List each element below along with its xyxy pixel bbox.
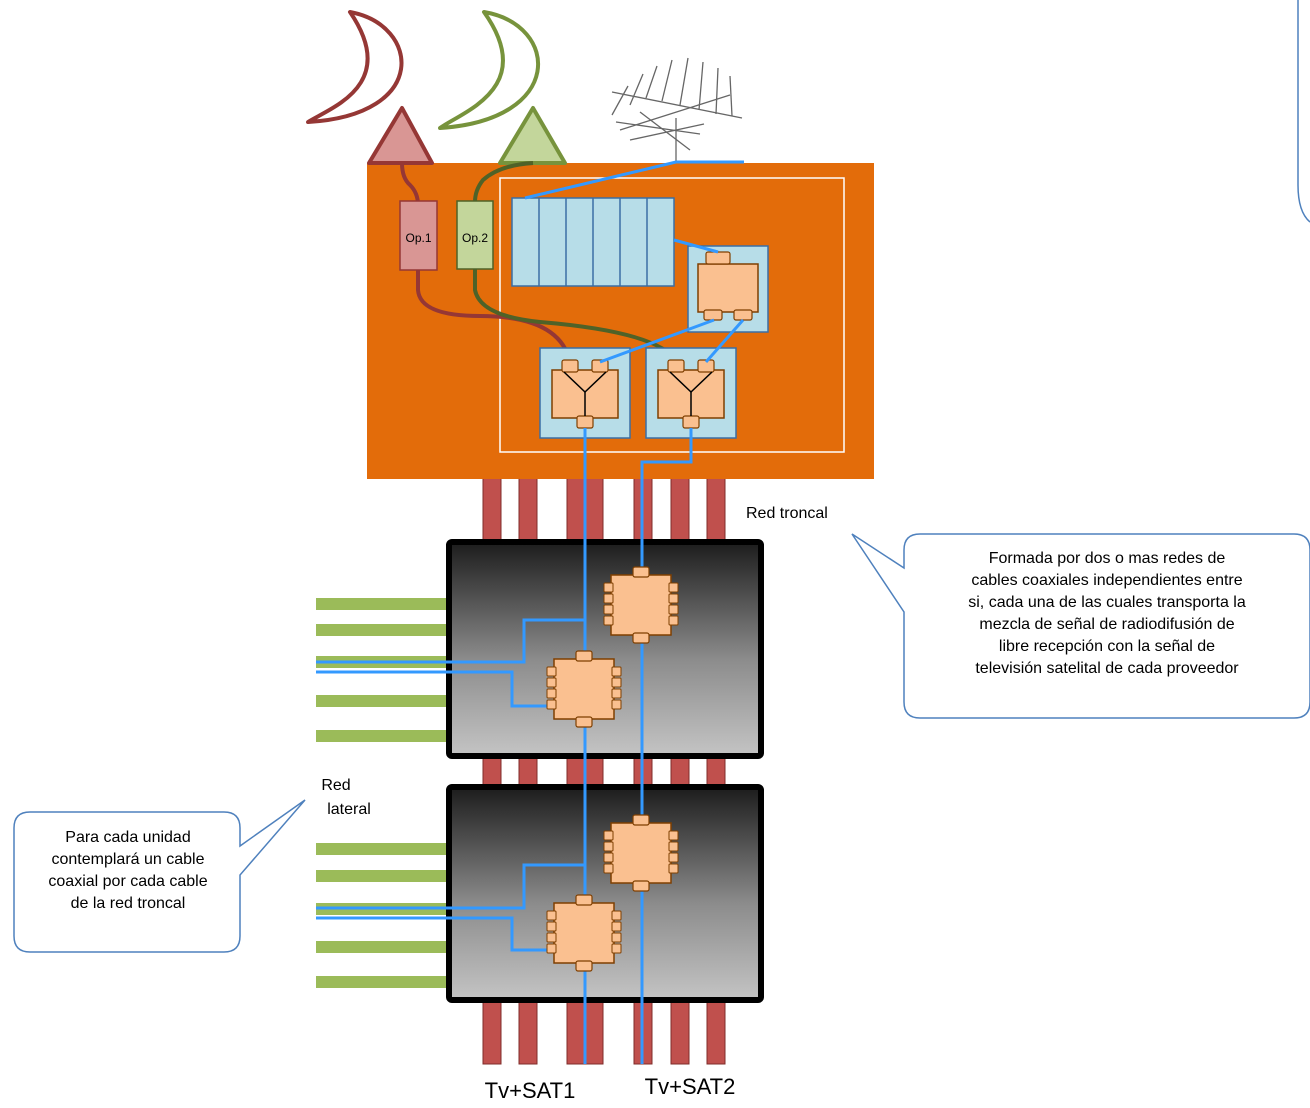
op2-cable <box>473 161 679 364</box>
op2-label: Op.2 <box>462 231 488 245</box>
callout-right-line-3: si, cada una de las cuales transporta la <box>968 594 1246 611</box>
callout-right-line-5: libre recepción con la señal de <box>999 638 1215 655</box>
op1-cable <box>400 162 572 363</box>
splitter <box>687 245 769 333</box>
callout-left-line-2: contemplará un cable <box>52 851 205 868</box>
coax-cables <box>316 160 745 1064</box>
satellite-dish-op1-icon <box>306 10 434 165</box>
op1-label: Op.1 <box>405 231 431 245</box>
callout-right-line-6: televisión satelital de cada proveedor <box>975 660 1239 677</box>
combiner-1 <box>539 347 631 439</box>
red-lateral-label-line2: lateral <box>327 801 371 818</box>
combiner-2 <box>645 347 737 439</box>
callout-right-line-1: Formada por dos o mas redes de <box>989 550 1226 567</box>
tap-lower-trunk2 <box>603 814 679 892</box>
amplifier-rack <box>511 197 675 287</box>
satellite-dish-op2-icon <box>438 10 567 165</box>
op1-receiver-box <box>399 200 438 271</box>
callout-left-line-1: Para cada unidad <box>65 829 190 846</box>
tv-antenna-icon <box>611 57 743 162</box>
red-troncal-label: Red troncal <box>746 505 828 522</box>
op2-receiver-box <box>456 200 494 270</box>
floor-block-upper <box>446 539 764 759</box>
output-label-2: Tv+SAT2 <box>645 1074 736 1099</box>
callout-right: Formada por dos o mas redes de cables co… <box>851 533 1310 719</box>
red-lateral-label-line1: Red <box>321 777 350 794</box>
tap-upper-trunk2 <box>603 566 679 644</box>
callout-left-line-4: de la red troncal <box>71 895 186 912</box>
callout-right-line-4: mezcla de señal de radiodifusión de <box>979 616 1234 633</box>
output-label-1: Tv+SAT1 <box>485 1078 576 1103</box>
floor-block-lower <box>446 784 764 1003</box>
callout-left-line-3: coaxial por cada cable <box>48 873 207 890</box>
callout-top-right-edge <box>1297 0 1310 223</box>
callout-left: Para cada unidad contemplará un cable co… <box>13 799 306 953</box>
tap-lower-trunk1 <box>546 894 622 972</box>
callout-right-line-2: cables coaxiales independientes entre <box>971 572 1242 589</box>
tap-upper-trunk1 <box>546 650 622 728</box>
